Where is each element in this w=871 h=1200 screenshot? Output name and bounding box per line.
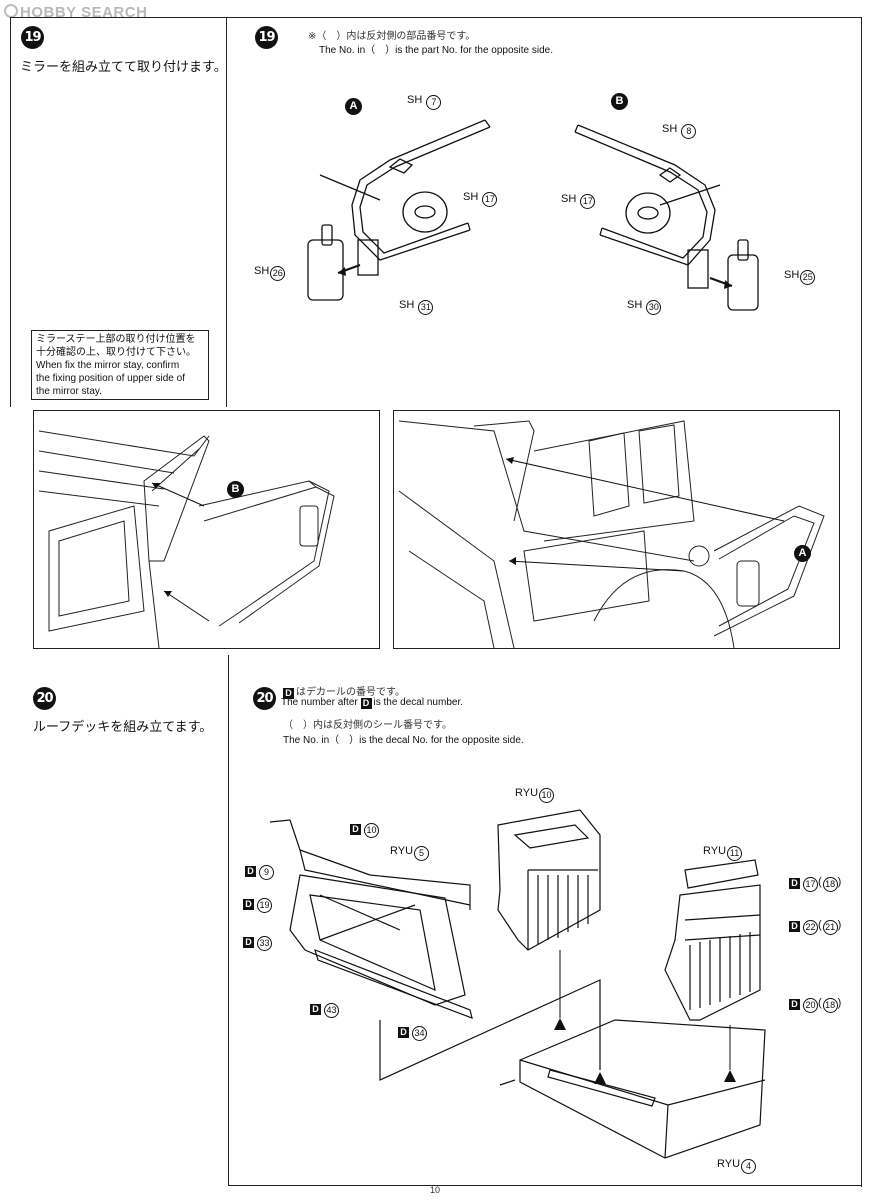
step19-diagram-badge: 19	[255, 26, 278, 49]
frame-right-line	[861, 17, 862, 1187]
decal-marker-icon: D	[360, 698, 372, 709]
frame-top-line	[10, 17, 862, 18]
cab-left-side-diagram	[38, 430, 335, 648]
part-sh7-label: SH 7	[407, 94, 442, 110]
bottom-line	[228, 1185, 862, 1186]
assembly-b-badge: B	[611, 93, 628, 110]
page-number: 10	[430, 1185, 441, 1195]
step19-note-en: The No. in（ ）is the part No. for the opp…	[319, 45, 553, 56]
callout-line-1: ミラーステー上部の取り付け位置を	[36, 334, 196, 345]
decal-marker-icon: D	[243, 937, 254, 948]
step20-instruction: ルーフデッキを組み立てます。	[33, 720, 213, 735]
decal-marker-icon: D	[243, 899, 254, 910]
decal-marker-icon: D	[283, 688, 294, 699]
decal-marker-icon: D	[245, 866, 256, 877]
mirror-assembly-b-diagram	[574, 124, 759, 311]
step20-divider	[228, 655, 229, 1185]
step19-instruction: ミラーを組み立てて取り付けます。	[20, 60, 227, 75]
frame-left-line	[10, 17, 11, 407]
step19-divider	[226, 17, 227, 407]
step20-note2-jp: （ ）内は反対側のシール番号です。	[283, 720, 452, 731]
roof-deck-assembly-diagram	[269, 809, 766, 1159]
step20-diagram-badge: 20	[253, 687, 276, 710]
step20-number-badge: 20	[33, 687, 56, 710]
mirror-stay-callout: ミラーステー上部の取り付け位置を 十分確認の上、取り付けて下さい。 When f…	[31, 330, 209, 400]
callout-line-3: When fix the mirror stay, confirm	[36, 360, 180, 371]
decal-marker-icon: D	[789, 999, 800, 1010]
decal-marker-icon: D	[789, 921, 800, 932]
mirror-assembly-a-diagram	[307, 119, 491, 301]
hobby-search-watermark: HOBBY SEARCH	[4, 4, 147, 21]
callout-line-2: 十分確認の上、取り付けて下さい。	[36, 347, 196, 358]
part-sh30-label: SH 30	[627, 299, 662, 315]
step20-note2-en: The No. in（ ）is the decal No. for the op…	[283, 735, 524, 746]
callout-line-4: the fixing position of upper side of	[36, 373, 185, 384]
callout-line-5: the mirror stay.	[36, 386, 102, 397]
part-sh17-label-a: SH 17	[463, 191, 498, 207]
logo-ring-icon	[4, 4, 18, 18]
part-sh8-label: SH 8	[662, 123, 697, 139]
cab-right-side-diagram	[398, 420, 825, 648]
decal-marker-icon: D	[350, 824, 361, 835]
step19-note-jp: ※（ ）内は反対側の部品番号です。	[308, 31, 476, 42]
step19-number-badge: 19	[21, 26, 44, 49]
inset-right-mirror-attachment: A	[393, 410, 840, 649]
part-sh17-label-b: SH 17	[561, 193, 596, 209]
inset-left-b-badge: B	[227, 481, 244, 498]
part-sh31-label: SH 31	[399, 299, 434, 315]
inset-right-a-badge: A	[794, 545, 811, 562]
decal-marker-icon: D	[398, 1027, 409, 1038]
decal-marker-icon: D	[789, 878, 800, 889]
inset-left-mirror-attachment: B	[33, 410, 380, 649]
decal-marker-icon: D	[310, 1004, 321, 1015]
assembly-a-badge: A	[345, 98, 362, 115]
